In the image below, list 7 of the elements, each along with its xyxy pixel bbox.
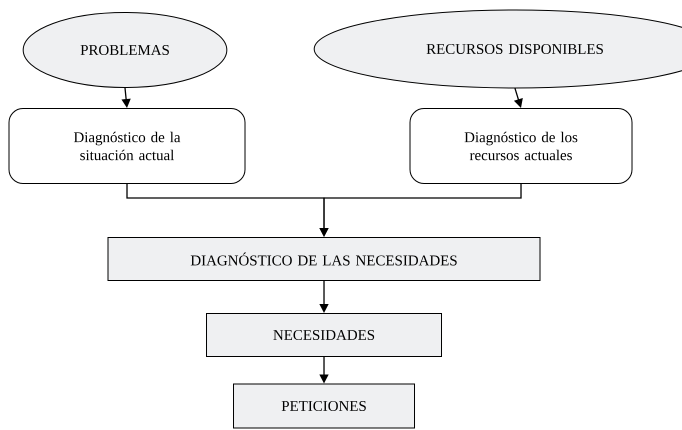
process-box: DIAGNÓSTICO DE LAS NECESIDADES [108, 237, 541, 281]
process-box: PETICIONES [233, 384, 415, 428]
oval-node: RECURSOS DISPONIBLES [314, 10, 682, 88]
process-box: Diagnóstico de la situación actual [8, 108, 246, 184]
process-box: Diagnóstico de los recursos actuales [410, 108, 633, 184]
process-box: NECESIDADES [206, 313, 442, 357]
oval-node: PROBLEMAS [22, 12, 228, 88]
